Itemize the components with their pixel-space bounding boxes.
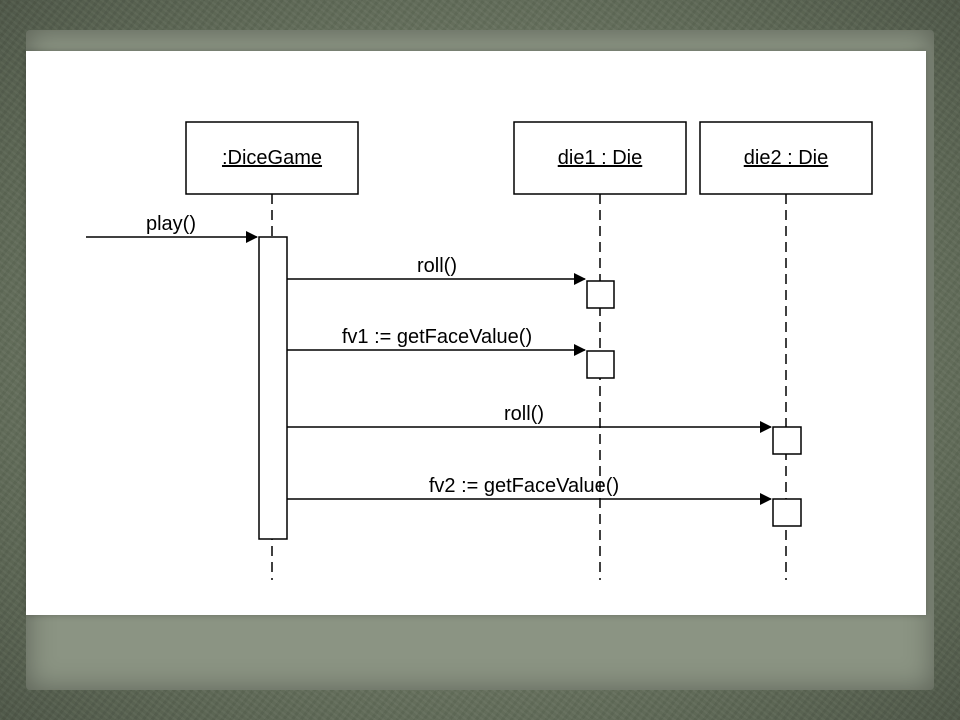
message-getfacevalue-die2-label: fv2 := getFaceValue() bbox=[429, 475, 619, 497]
lifeline-die2-label: die2 : Die bbox=[744, 147, 829, 169]
message-getfacevalue-die1: fv1 := getFaceValue() bbox=[287, 326, 586, 356]
activation-bar-dicegame bbox=[258, 236, 288, 540]
activation-box-die1-getfacevalue bbox=[586, 350, 615, 379]
message-play-label: play() bbox=[146, 213, 196, 235]
lifeline-die2-box bbox=[699, 121, 873, 195]
activation-box-die2-getfacevalue bbox=[772, 498, 802, 527]
message-getfacevalue-die2: fv2 := getFaceValue() bbox=[287, 475, 772, 505]
lifeline-dicegame-label: :DiceGame bbox=[222, 147, 322, 169]
lifeline-dicegame-box bbox=[185, 121, 359, 195]
lifeline-die1-label: die1 : Die bbox=[558, 147, 643, 169]
message-play: play() bbox=[86, 213, 258, 243]
lifeline-die2: die2 : Die bbox=[699, 121, 873, 580]
message-getfacevalue-die1-label: fv1 := getFaceValue() bbox=[342, 326, 532, 348]
lifeline-die1: die1 : Die bbox=[513, 121, 687, 580]
message-roll-die2-label: roll() bbox=[504, 403, 544, 425]
lifeline-dicegame: :DiceGame bbox=[185, 121, 359, 580]
activation-box-die1-roll bbox=[586, 280, 615, 309]
message-roll-die1: roll() bbox=[287, 255, 586, 285]
message-roll-die2: roll() bbox=[287, 403, 772, 433]
activation-box-die2-roll bbox=[772, 426, 802, 455]
message-roll-die1-label: roll() bbox=[417, 255, 457, 277]
